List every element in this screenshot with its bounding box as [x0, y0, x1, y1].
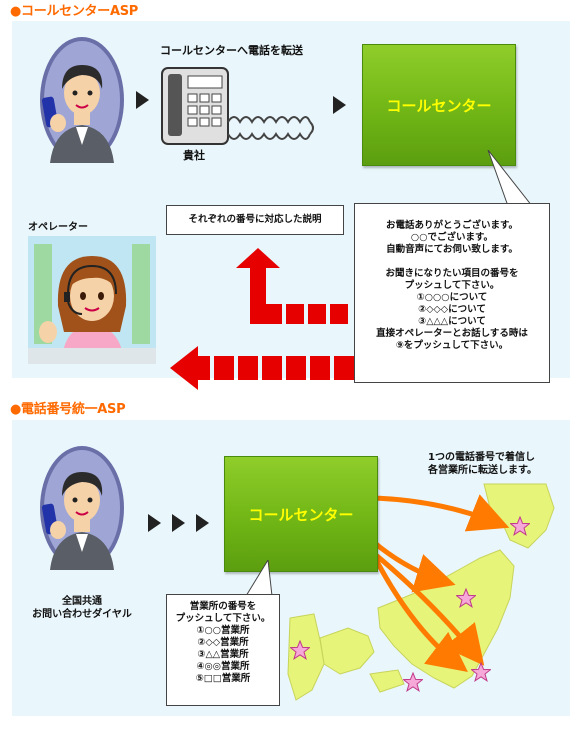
bubble-line: 直接オペレーターとお話しする時は [376, 328, 528, 339]
bubble-line: ②◇◇◇について [418, 304, 486, 315]
star-icon [455, 587, 477, 608]
star-icon [470, 661, 492, 682]
callcenter-box-2: コールセンター [224, 456, 378, 572]
star-icon [509, 515, 531, 536]
arrow-right-icon [172, 514, 185, 532]
operator-label: オペレーター [28, 222, 88, 233]
caller-avatar [40, 37, 124, 163]
orange-arrows-icon [349, 478, 566, 694]
explanation-box: それぞれの番号に対応した説明 [166, 205, 344, 235]
section1-title: ●コールセンターASP [10, 4, 138, 19]
caption-line1: 全国共通 [62, 596, 102, 607]
section2-title: ●電話番号統一ASP [10, 402, 126, 417]
bubble-line: ⑤□□営業所 [195, 673, 251, 684]
bubble-line: 営業所の番号を [189, 601, 257, 612]
bubble-line: ③△△営業所 [197, 649, 249, 660]
bubble-line: ②◇◇営業所 [197, 637, 249, 648]
callcenter-box: コールセンター [362, 44, 516, 166]
bubble-line: ①○○○について [416, 292, 488, 303]
bubble-tail [480, 149, 540, 210]
star-icon [402, 671, 424, 692]
arrow-right-icon [136, 91, 149, 109]
telephone-icon [160, 66, 316, 148]
bubble-line: プッシュして下さい。 [404, 280, 500, 291]
bubble-line: 自動音声にてお伺い致します。 [386, 244, 518, 255]
bubble-line: お聞きになりたい項目の番号を [385, 268, 519, 279]
caller-avatar-2 [40, 446, 124, 570]
caption-line2: お問い合わせダイヤル [32, 609, 132, 620]
arrow-right-icon [148, 514, 161, 532]
note-line2: 各営業所に転送します。 [428, 465, 537, 476]
bubble-line: ③△△△について [418, 316, 486, 327]
bubble-line: ○○でございます。 [410, 232, 494, 243]
arrow-right-icon [196, 514, 209, 532]
red-arrow-left-icon [170, 346, 354, 390]
arrow-right-icon [333, 96, 346, 114]
bubble-line: ⑨をプッシュして下さい。 [395, 340, 509, 351]
bubble-line: ④◎◎営業所 [196, 661, 250, 672]
branch-bubble: 営業所の番号を プッシュして下さい。 ①○○営業所 ②◇◇営業所 ③△△営業所 … [166, 594, 280, 706]
transfer-label: コールセンターへ電話を転送 [160, 44, 303, 57]
bubble-line: プッシュして下さい。 [175, 613, 271, 624]
bubble-line [355, 256, 549, 268]
red-arrow-up-icon [236, 248, 354, 324]
operator-avatar [28, 236, 156, 364]
note-line1: 1つの電話番号で着信し [428, 452, 535, 463]
bubble-line: ①○○営業所 [196, 625, 250, 636]
auto-voice-bubble: お電話ありがとうございます。 ○○でございます。 自動音声にてお伺い致します。 … [354, 203, 550, 383]
bubble-line: お電話ありがとうございます。 [385, 220, 519, 231]
company-label: 貴社 [183, 149, 205, 162]
star-icon [289, 639, 311, 660]
